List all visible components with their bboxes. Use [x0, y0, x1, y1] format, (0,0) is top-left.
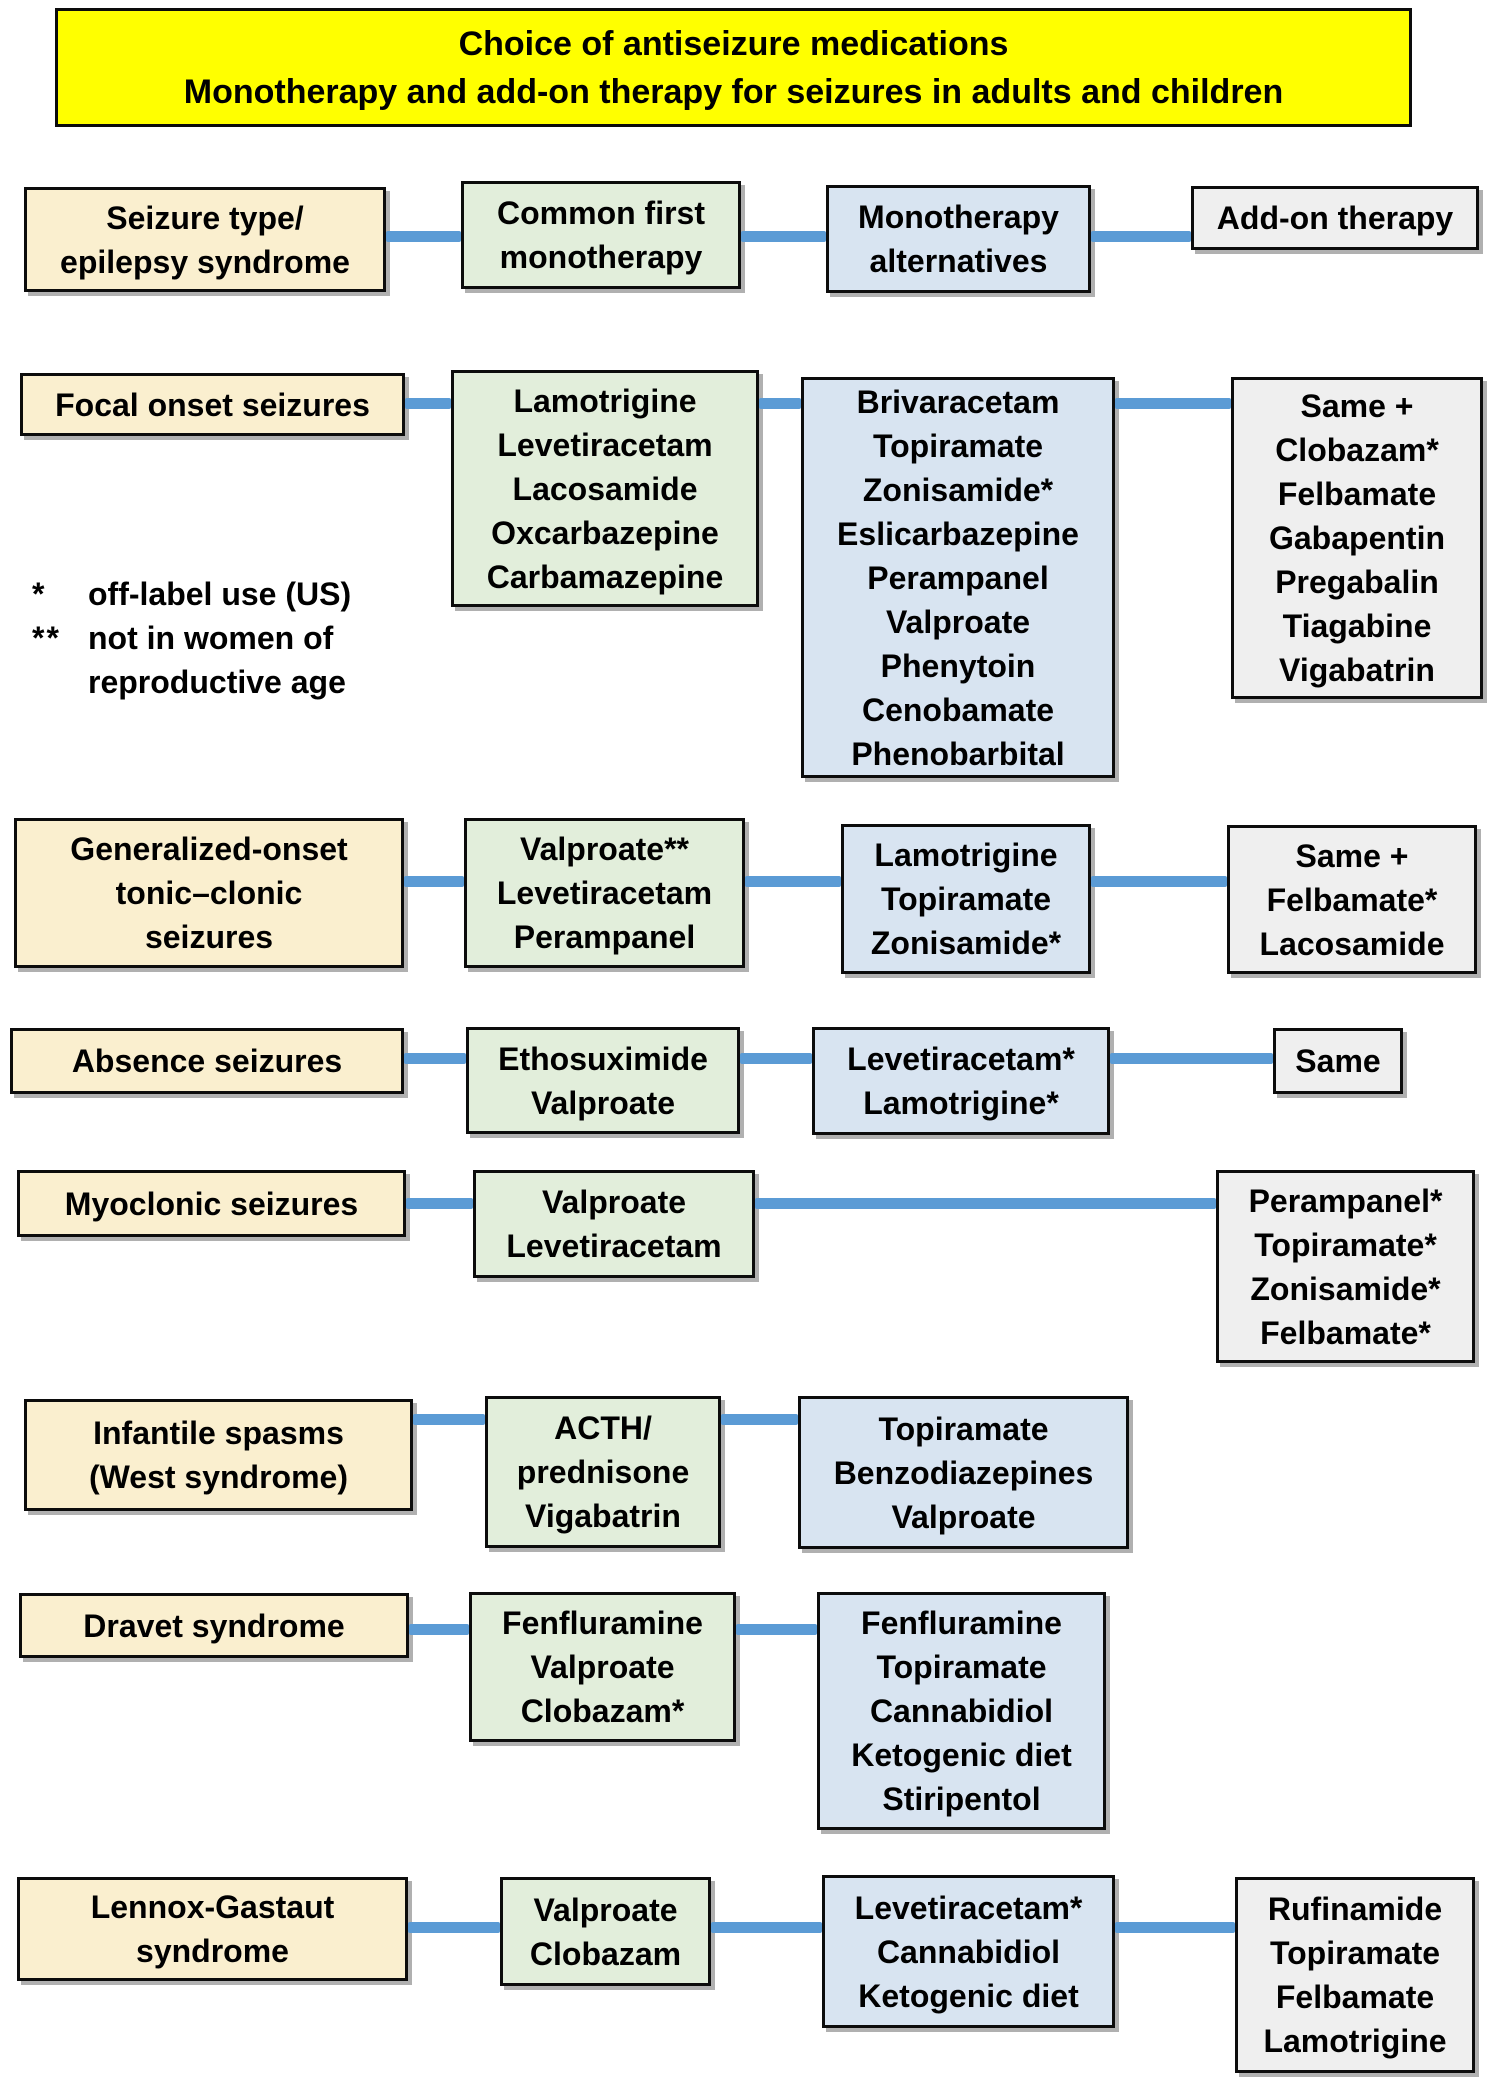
connector — [741, 231, 826, 242]
connector — [1115, 398, 1231, 409]
myoclonic-seizure-type-box: Myoclonic seizures — [17, 1170, 406, 1237]
connector — [740, 1053, 812, 1064]
connector — [386, 231, 461, 242]
dravet-seizure-type-box: Dravet syndrome — [19, 1593, 409, 1658]
footnote-text-off-label: off-label use (US) — [88, 576, 352, 612]
connector — [755, 1198, 1216, 1209]
focal-first-monotherapy-box: Lamotrigine Levetiracetam Lacosamide Oxc… — [451, 370, 759, 607]
gtc-alternatives-box: Lamotrigine Topiramate Zonisamide* — [841, 824, 1091, 974]
connector — [745, 876, 841, 887]
connector — [759, 398, 801, 409]
myoclonic-addon-box: Perampanel* Topiramate* Zonisamide* Felb… — [1216, 1170, 1475, 1363]
header-monotherapy-alternatives: Monotherapy alternatives — [826, 185, 1091, 293]
connector — [1091, 231, 1191, 242]
myoclonic-first-monotherapy-box: Valproate Levetiracetam — [473, 1170, 755, 1278]
lgs-addon-box: Rufinamide Topiramate Felbamate Lamotrig… — [1235, 1877, 1475, 2073]
focal-alternatives-box: Brivaracetam Topiramate Zonisamide* Esli… — [801, 377, 1115, 778]
gtc-addon-box: Same + Felbamate* Lacosamide — [1227, 825, 1477, 974]
header-common-first-monotherapy: Common first monotherapy — [461, 181, 741, 289]
absence-alternatives-box: Levetiracetam* Lamotrigine* — [812, 1027, 1110, 1135]
infantile-first-monotherapy-box: ACTH/ prednisone Vigabatrin — [485, 1396, 721, 1548]
connector — [1091, 876, 1227, 887]
lgs-alternatives-box: Levetiracetam* Cannabidiol Ketogenic die… — [822, 1875, 1115, 2028]
dravet-alternatives-box: Fenfluramine Topiramate Cannabidiol Keto… — [817, 1592, 1106, 1830]
connector — [404, 876, 464, 887]
gtc-first-monotherapy-box: Valproate** Levetiracetam Perampanel — [464, 818, 745, 968]
absence-addon-box: Same — [1273, 1028, 1403, 1094]
connector — [711, 1922, 822, 1933]
connector — [404, 1053, 466, 1064]
dravet-first-monotherapy-box: Fenfluramine Valproate Clobazam* — [469, 1592, 736, 1742]
connector — [1115, 1922, 1235, 1933]
footnote-text-reproductive: not in women of reproductive age — [88, 620, 346, 700]
gtc-seizure-type-box: Generalized-onset tonic–clonic seizures — [14, 818, 404, 968]
connector — [409, 1624, 469, 1635]
connector — [408, 1922, 500, 1933]
connector — [413, 1414, 485, 1425]
infantile-alternatives-box: Topiramate Benzodiazepines Valproate — [798, 1396, 1129, 1549]
connector — [405, 398, 451, 409]
lgs-first-monotherapy-box: Valproate Clobazam — [500, 1877, 711, 1986]
focal-addon-box: Same + Clobazam* Felbamate Gabapentin Pr… — [1231, 377, 1483, 699]
connector — [1110, 1053, 1273, 1064]
focal-seizure-type-box: Focal onset seizures — [20, 373, 405, 436]
footnote-marker-single-asterisk: * — [32, 576, 47, 612]
absence-seizure-type-box: Absence seizures — [10, 1028, 404, 1094]
infantile-seizure-type-box: Infantile spasms (West syndrome) — [24, 1399, 413, 1511]
connector — [721, 1414, 798, 1425]
chart-title: Choice of antiseizure medications Monoth… — [55, 8, 1412, 127]
footnote-legend: * off-label use (US) ** not in women of … — [32, 572, 462, 704]
header-addon-therapy: Add-on therapy — [1191, 186, 1479, 250]
header-seizure-type: Seizure type/ epilepsy syndrome — [24, 187, 386, 292]
footnote-marker-double-asterisk: ** — [32, 620, 61, 656]
lgs-seizure-type-box: Lennox-Gastaut syndrome — [17, 1877, 408, 1981]
connector — [736, 1624, 817, 1635]
connector — [406, 1198, 473, 1209]
absence-first-monotherapy-box: Ethosuximide Valproate — [466, 1027, 740, 1134]
